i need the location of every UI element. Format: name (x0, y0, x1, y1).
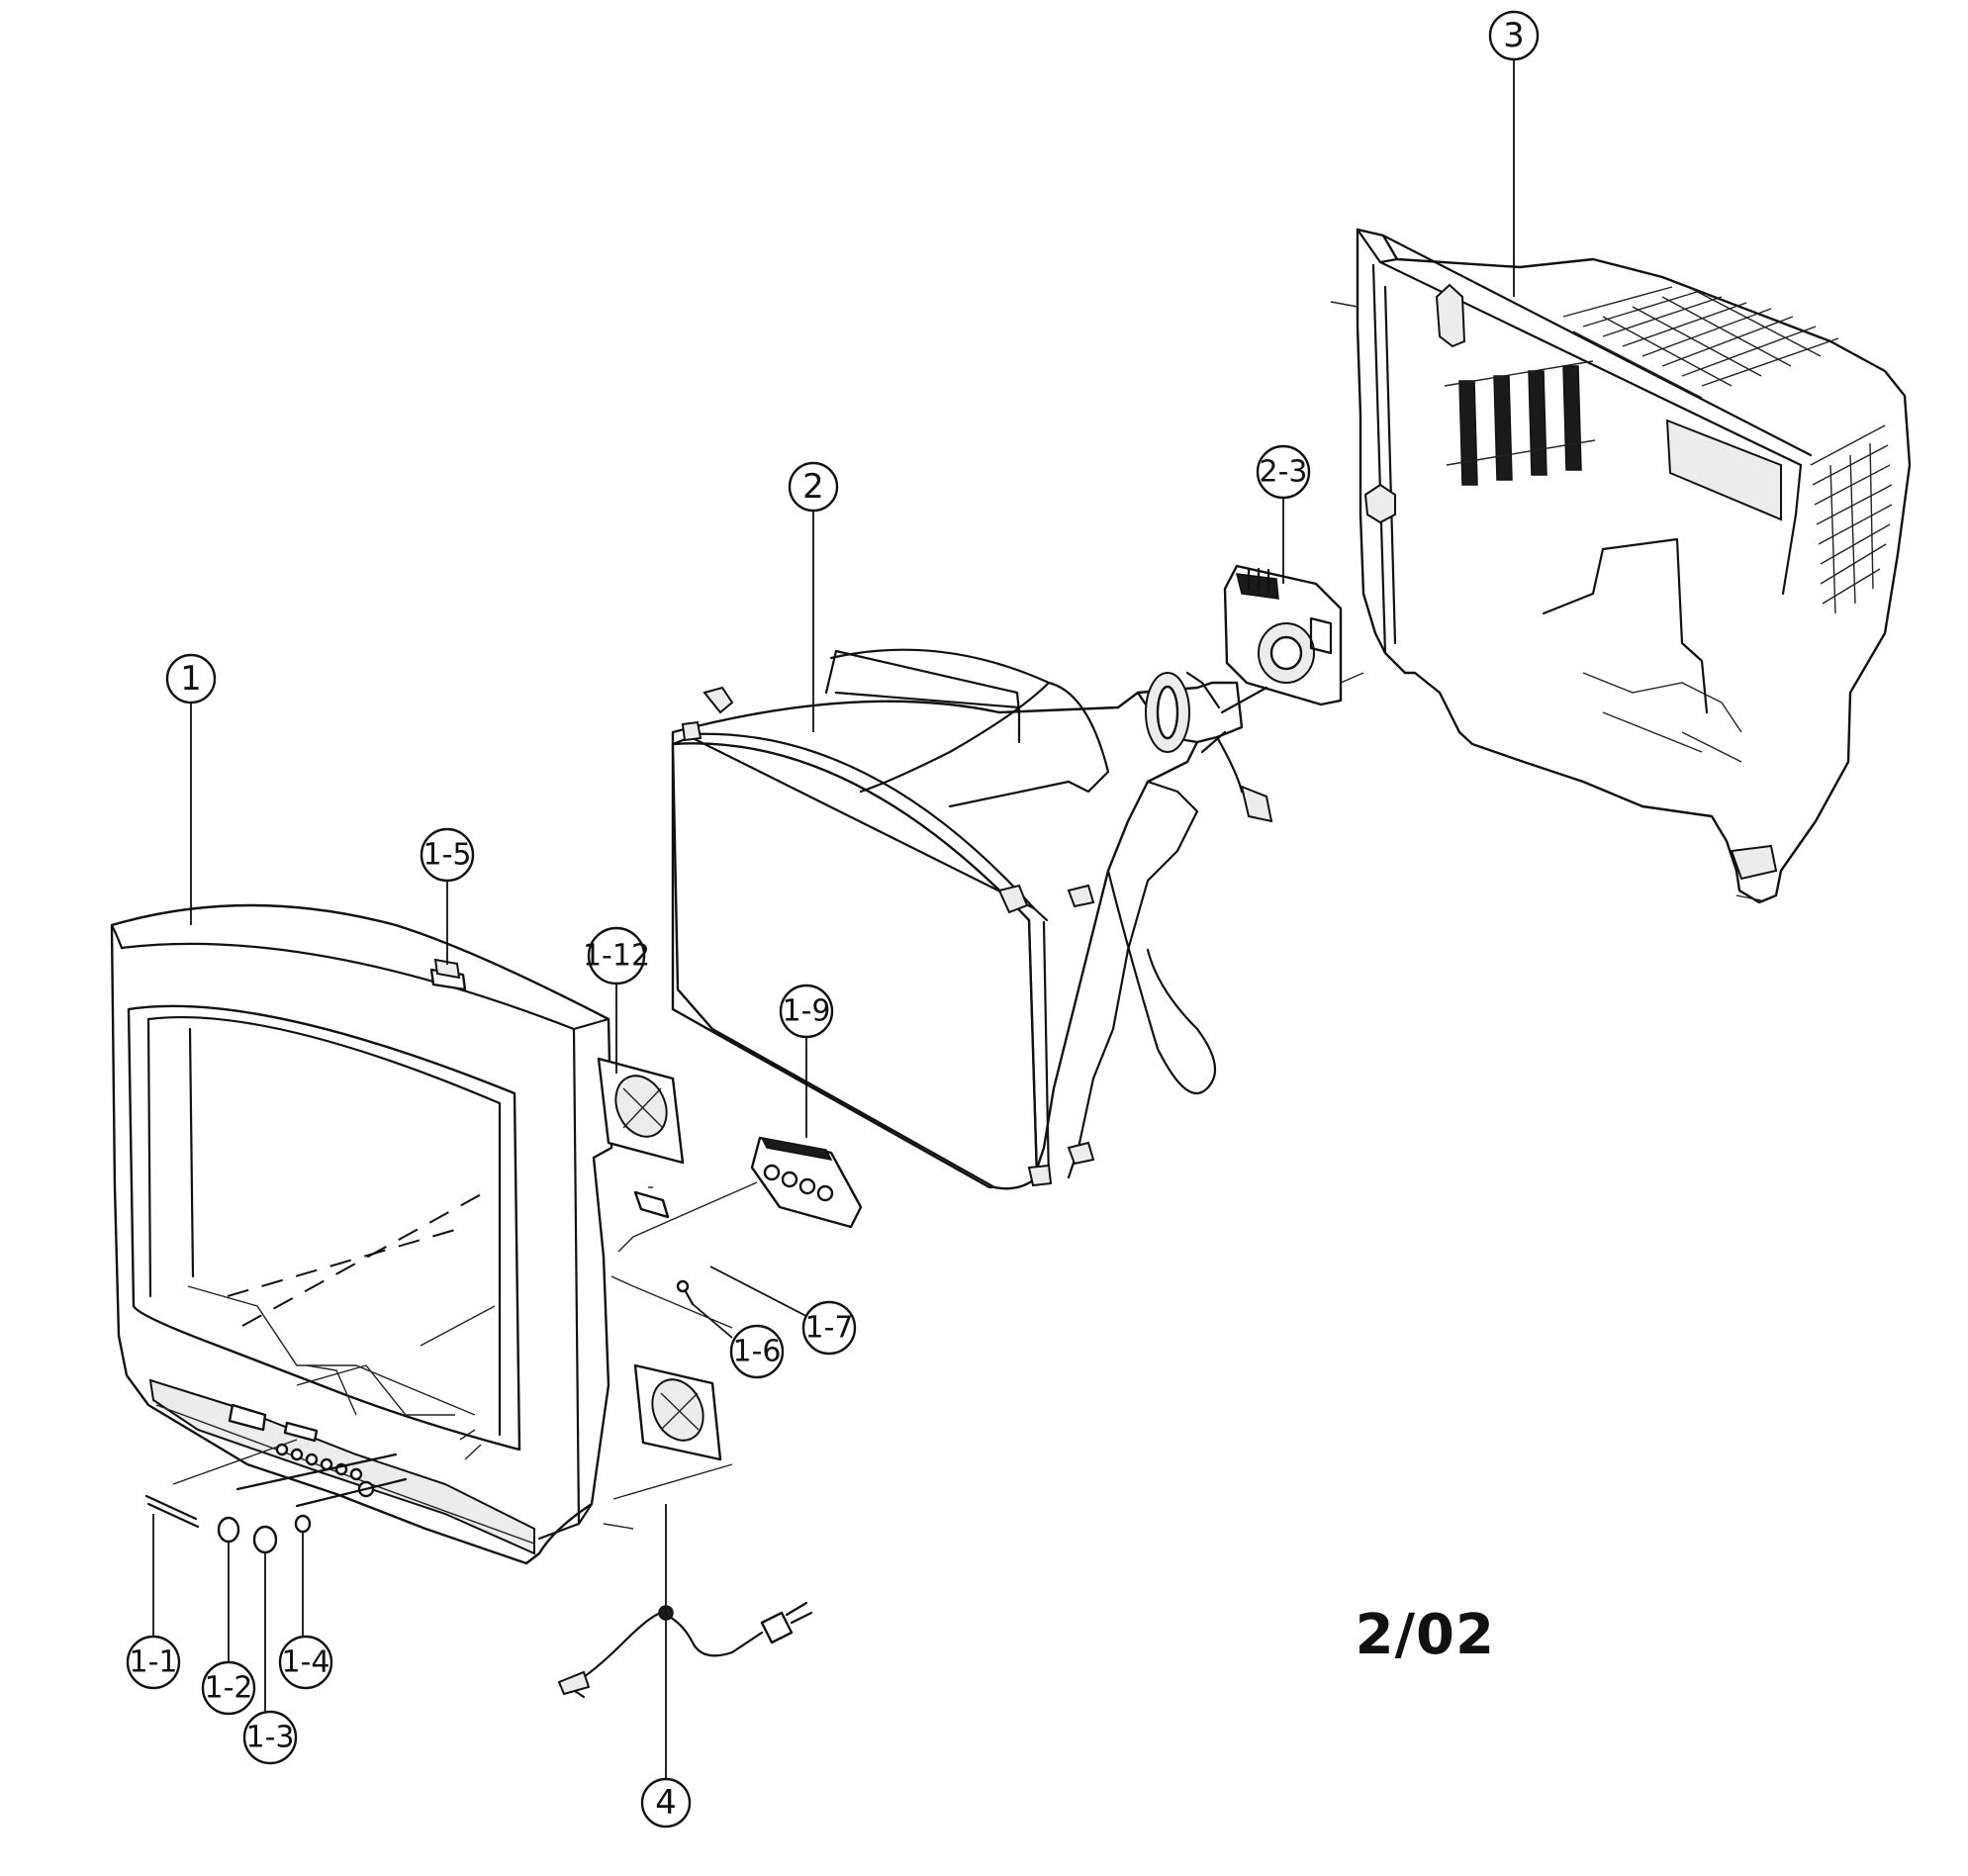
leader-lines (152, 57, 1515, 1781)
part-1-5-clip (429, 958, 467, 991)
callout-1: 1 (165, 653, 217, 704)
callout-1-2-label: 1-2 (205, 1671, 253, 1706)
callout-1-6-label: 1-6 (733, 1335, 782, 1369)
callout-3-label: 3 (1503, 16, 1525, 55)
side-vents (1810, 424, 1893, 614)
part-1-4-knob (294, 1514, 312, 1534)
part-1-12-speaker (597, 1057, 685, 1165)
callout-4: 4 (640, 1777, 692, 1829)
callout-1-label: 1 (180, 659, 202, 699)
crt-socket-board (1223, 564, 1343, 706)
callout-1-2: 1-2 (201, 1660, 256, 1716)
part-1-3-knob (252, 1525, 278, 1554)
callout-1-6: 1-6 (729, 1324, 785, 1379)
callout-1-12-label: 1-12 (583, 939, 650, 974)
rear-cabinet (1330, 228, 1912, 904)
callout-1-1-label: 1-1 (130, 1645, 178, 1680)
part-4-power-cord (557, 1601, 813, 1699)
part-1-9-av-board (617, 1136, 863, 1253)
callout-1-3-label: 1-3 (246, 1721, 295, 1755)
callout-1-12: 1-12 (583, 926, 650, 985)
diagram-code: 2/02 (1355, 1603, 1495, 1667)
callout-2-3: 2-3 (1256, 444, 1311, 500)
callout-1-3: 1-3 (242, 1710, 298, 1765)
part-1-2-knob (217, 1516, 240, 1544)
callout-1-9: 1-9 (779, 984, 834, 1039)
callout-1-4-label: 1-4 (282, 1645, 330, 1680)
part-speaker-lower (633, 1363, 722, 1461)
part-1-6-screw (676, 1279, 695, 1306)
callout-1-5: 1-5 (420, 827, 475, 883)
callout-4-label: 4 (655, 1783, 677, 1823)
part-1-1-rod (144, 1439, 298, 1529)
part-1-7-bracket (633, 1186, 670, 1219)
bottom-bracket-lines (603, 1275, 733, 1530)
callout-1-7-label: 1-7 (805, 1311, 854, 1346)
callout-1-7: 1-7 (801, 1300, 857, 1356)
callout-2: 2 (788, 461, 839, 513)
top-vents (1444, 286, 1839, 486)
callout-1-1: 1-1 (126, 1635, 181, 1690)
callout-1-9-label: 1-9 (783, 994, 831, 1029)
callout-2-3-label: 2-3 (1260, 455, 1308, 490)
callout-2-label: 2 (802, 467, 824, 507)
callout-1-4: 1-4 (278, 1635, 333, 1690)
callout-3: 3 (1488, 10, 1540, 61)
front-cabinet (110, 903, 613, 1565)
picture-tube (671, 648, 1273, 1190)
callout-1-5-label: 1-5 (423, 838, 472, 873)
